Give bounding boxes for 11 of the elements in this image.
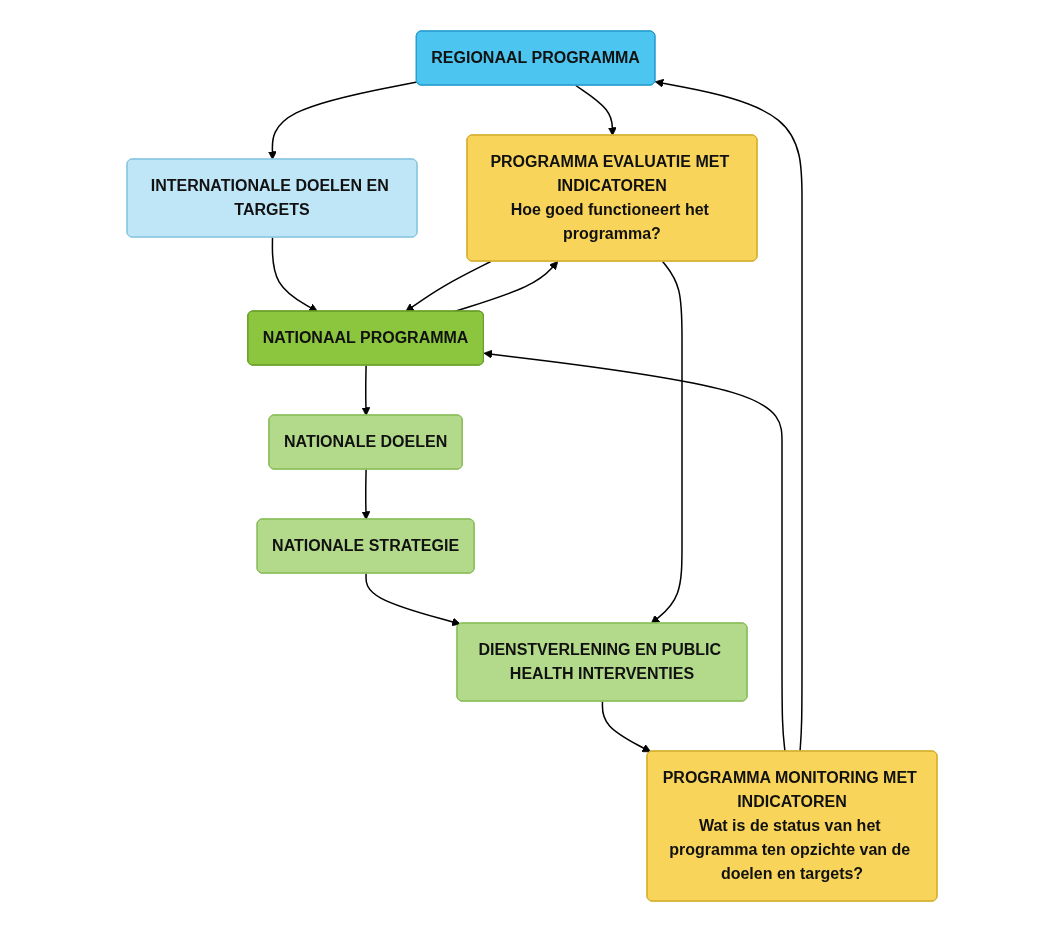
arrow xyxy=(365,572,461,626)
arrow xyxy=(405,260,492,312)
arrow xyxy=(361,468,371,520)
arrow xyxy=(601,700,652,752)
arrow xyxy=(268,80,418,160)
arrow xyxy=(654,78,803,752)
arrow xyxy=(575,84,617,136)
arrow xyxy=(650,260,683,624)
arrow xyxy=(483,349,786,752)
arrow xyxy=(361,364,371,416)
arrow xyxy=(271,236,318,312)
